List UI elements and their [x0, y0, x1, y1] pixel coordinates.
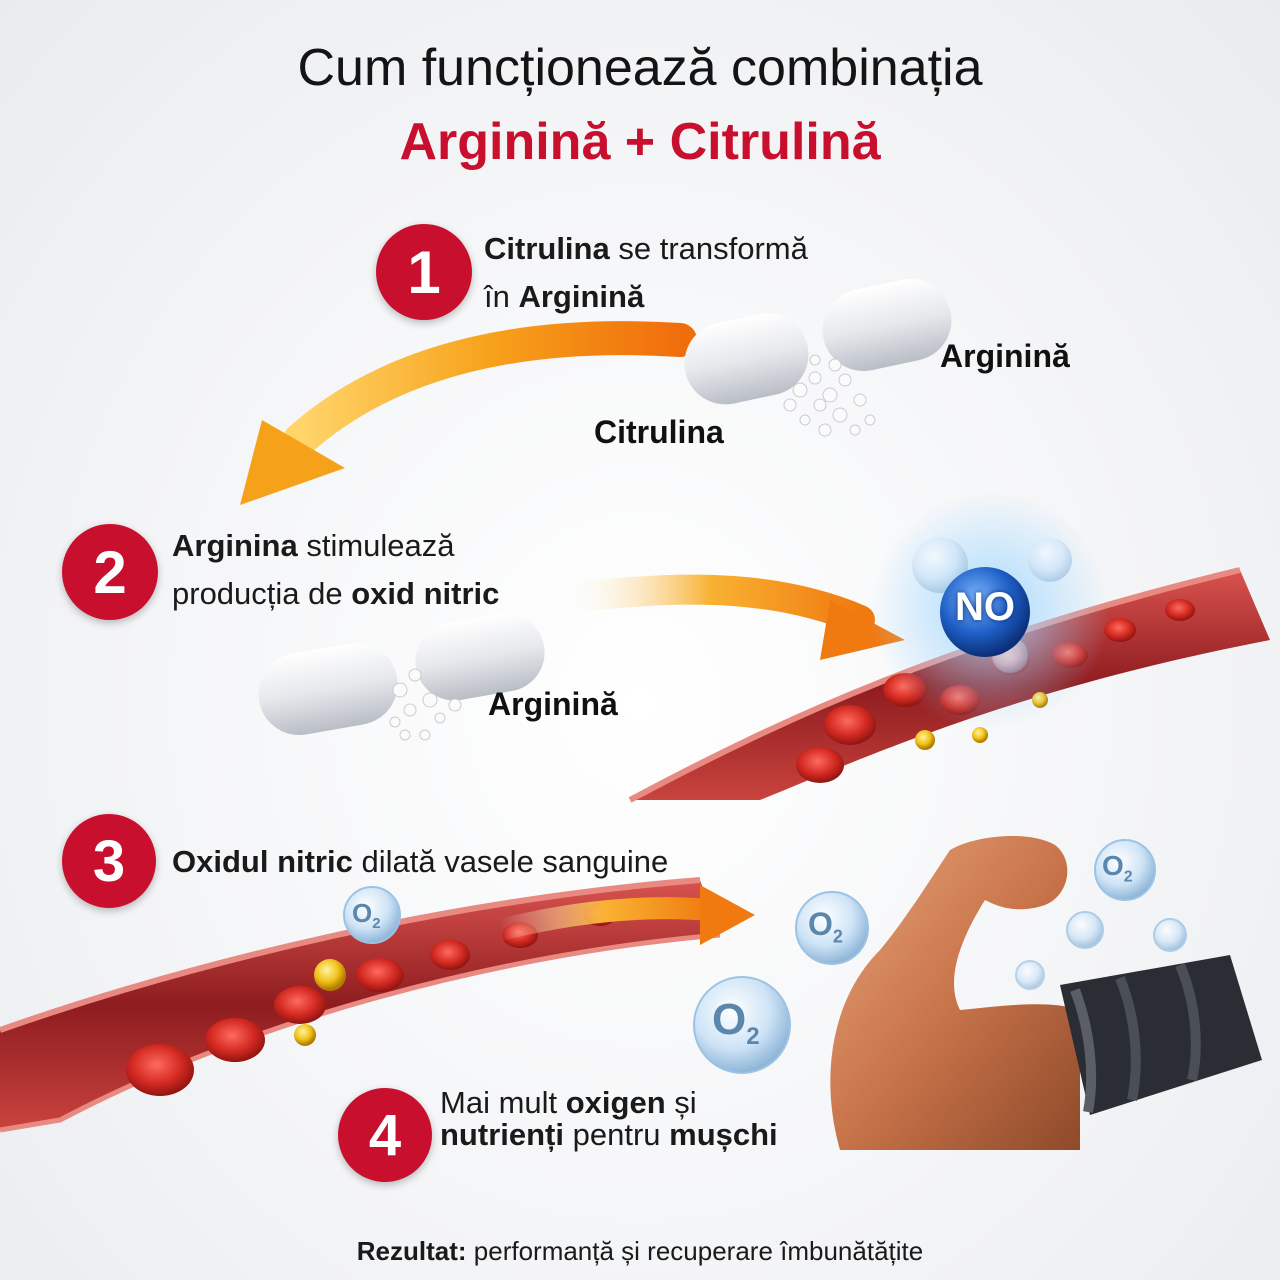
step-1-rest-1: se transformă [609, 231, 808, 266]
step-1-badge: 1 [376, 224, 472, 320]
step-2-rest-1: stimulează [297, 528, 455, 563]
o2-label-2: O2 [808, 906, 843, 947]
step-4-mid: pentru [564, 1117, 670, 1152]
step-1-pre-2: în [484, 279, 519, 314]
step-2-text: Arginina stimulează producția de oxid ni… [172, 522, 592, 618]
step-1-bold-2: Arginină [518, 279, 645, 314]
capsule-2-label: Arginină [488, 686, 618, 722]
page-title: Cum funcționează combinația [297, 39, 983, 97]
step-4-badge: 4 [338, 1088, 432, 1182]
result-value: performanță și recuperare îmbunătățite [466, 1236, 924, 1266]
result-text: Rezultat: performanță și recuperare îmbu… [0, 1236, 1280, 1267]
step-1-text: Citrulina se transformă în Arginină [484, 225, 904, 321]
capsule-1 [684, 279, 952, 437]
step-4-bold-1: oxigen [565, 1085, 666, 1120]
no-bubble [940, 567, 1030, 657]
step-3-text: Oxidul nitric dilată vasele sanguine [172, 838, 792, 886]
step-3-bold: Oxidul nitric [172, 844, 353, 879]
step-4-post: și [665, 1085, 697, 1120]
step-4-pre: Mai mult [440, 1085, 566, 1120]
o2-label-3: O2 [712, 995, 760, 1050]
capsule-1-label-arginina: Arginină [940, 338, 1070, 374]
blood-vessel-bottom [0, 877, 721, 1133]
step-2-badge: 2 [62, 524, 158, 620]
step-4-bold-2: nutrienți [440, 1117, 564, 1152]
step-1-bold-1: Citrulina [484, 231, 610, 266]
o2-label-4: O2 [1102, 850, 1133, 886]
step-2-bold-2: oxid nitric [351, 576, 500, 611]
step-4-text: Mai mult oxigen și nutrienți pentru mușc… [440, 1087, 860, 1151]
step-2-pre-2: producția de [172, 576, 352, 611]
no-label: NO [955, 585, 1015, 629]
step-3-rest: dilată vasele sanguine [352, 844, 669, 879]
capsule-1-label-citrulina: Citrulina [594, 414, 724, 450]
step-3-badge: 3 [62, 814, 156, 908]
step-4-bold-3: mușchi [669, 1117, 778, 1152]
page-subtitle: Arginină + Citrulină [399, 113, 881, 171]
o2-label-1: O2 [352, 898, 381, 933]
flexed-arm [830, 835, 1262, 1150]
result-label: Rezultat: [356, 1236, 467, 1266]
step-2-bold-1: Arginina [172, 528, 298, 563]
capsule-2 [258, 613, 545, 741]
